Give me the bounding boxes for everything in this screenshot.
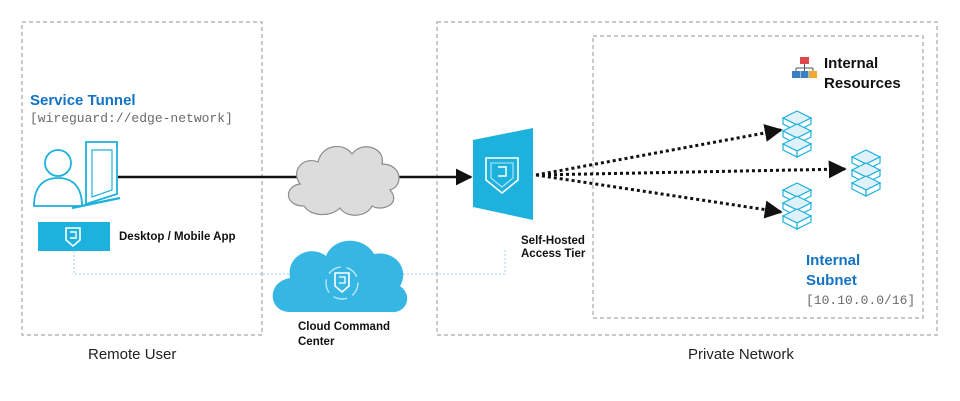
internal-subnet-label-line2: Subnet bbox=[806, 272, 857, 289]
internet-cloud-icon bbox=[287, 145, 400, 216]
cloud-command-center-label-line2: Center bbox=[298, 336, 335, 348]
dotted-arrow-top bbox=[535, 124, 783, 177]
cloud-command-center-icon bbox=[272, 240, 408, 313]
private-network-caption: Private Network bbox=[688, 346, 794, 363]
service-tunnel-title: Service Tunnel bbox=[30, 92, 136, 109]
access-tier-label-line2: Access Tier bbox=[521, 248, 586, 260]
access-tier-icon bbox=[473, 128, 533, 220]
desktop-mobile-app-label: Desktop / Mobile App bbox=[119, 231, 236, 243]
server-stack-icon bbox=[783, 183, 811, 229]
management-connection-line bbox=[73, 250, 506, 275]
user-icon bbox=[33, 149, 83, 207]
internal-subnet-label-line1: Internal bbox=[806, 252, 861, 269]
remote-user-box bbox=[21, 21, 263, 336]
dotted-arrow-middle bbox=[535, 160, 847, 179]
app-shield-icon bbox=[38, 222, 110, 251]
cloud-command-center-label-line1: Cloud Command bbox=[298, 321, 390, 333]
service-tunnel-url: [wireguard://edge-network] bbox=[30, 111, 233, 126]
internal-resources-label-line1: Internal bbox=[824, 55, 879, 72]
dotted-arrow-bottom bbox=[535, 173, 783, 219]
server-stack-icon bbox=[783, 111, 811, 157]
network-tree-icon bbox=[792, 57, 817, 78]
internal-subnet-box bbox=[592, 35, 924, 319]
remote-user-caption: Remote User bbox=[88, 346, 177, 363]
internal-subnet-cidr: [10.10.0.0/16] bbox=[806, 293, 916, 308]
laptop-icon bbox=[71, 141, 121, 210]
server-stack-icon bbox=[852, 150, 880, 196]
access-tier-label-line1: Self-Hosted bbox=[521, 235, 585, 247]
internal-resources-label-line2: Resources bbox=[824, 75, 901, 92]
